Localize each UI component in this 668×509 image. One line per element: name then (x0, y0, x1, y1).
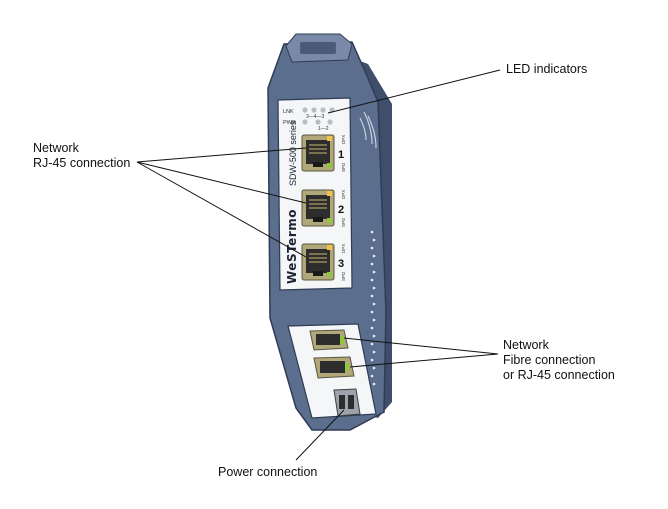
led-pwr-2 (315, 119, 321, 125)
led-label-lnk: LNK (283, 109, 294, 115)
leader-power (295, 409, 345, 461)
leader-led (327, 69, 501, 114)
callout-network-rj45: Network RJ-45 connection (33, 141, 130, 171)
port-3-contacts (309, 253, 327, 263)
callout-led-indicators: LED indicators (506, 62, 587, 77)
port-1-led-bottom (327, 163, 332, 168)
power-connector[interactable] (333, 388, 361, 417)
led-numbers-bottom: 1—2 (318, 126, 329, 132)
led-block: LNK PWR 3—4—3 1—2 (283, 107, 335, 132)
fibre-port-2[interactable] (313, 356, 355, 379)
leader-rj45-3 (136, 161, 307, 258)
callout-fibre-line-3: or RJ-45 connection (503, 368, 615, 382)
led-pwr-1 (302, 119, 308, 125)
port-2-opening (306, 195, 330, 219)
rj45-port-3[interactable]: 3 DPX SPD (301, 243, 346, 281)
led-lnk-1 (302, 107, 308, 113)
port-2-led-bottom (327, 218, 332, 223)
callout-fibre-line-1: Network (503, 338, 549, 352)
port-3-top-label: DPX (341, 244, 346, 253)
led-numbers-top: 3—4—3 (306, 114, 325, 120)
power-terminal-2 (348, 395, 354, 409)
leader-rj45-1 (136, 147, 307, 163)
led-pwr-3 (327, 119, 333, 125)
port-1-latch (313, 162, 323, 167)
callout-led-text: LED indicators (506, 62, 588, 76)
port-1-opening (306, 140, 330, 164)
port-2-number: 2 (338, 204, 344, 216)
callout-power-connection: Power connection (218, 465, 317, 480)
port-1-contacts (309, 144, 327, 154)
fibre-port-1[interactable] (309, 329, 349, 351)
power-connector-body (333, 388, 361, 417)
port-3-bottom-label: SPD (341, 271, 346, 281)
port-3-led-top (327, 245, 332, 250)
port-3-opening (306, 249, 330, 273)
port-2-latch (313, 217, 323, 222)
port-3-latch (313, 271, 323, 276)
top-clip-slot (300, 42, 336, 54)
grip-ribs (370, 230, 376, 386)
port-1-top-label: DPX (341, 135, 346, 144)
port-3-number: 3 (338, 258, 344, 270)
callout-rj45-line-1: Network (33, 141, 79, 155)
fibre-port-1-opening (316, 334, 340, 345)
leader-fibre-1 (343, 337, 499, 355)
leader-rj45-2 (136, 161, 307, 204)
port-1-number: 1 (338, 149, 344, 161)
callout-fibre-line-2: Fibre connection (503, 353, 596, 367)
callout-rj45-line-2: RJ-45 connection (33, 156, 131, 170)
led-lnk-2 (311, 107, 317, 113)
callout-power-text: Power connection (218, 465, 318, 479)
port-1-bottom-label: SPD (341, 162, 346, 172)
leader-fibre-2 (349, 353, 499, 368)
series-label: SDW-500 series (288, 120, 298, 186)
power-terminal-1 (339, 395, 345, 409)
led-label-pwr: PWR (283, 120, 296, 126)
rj45-port-1[interactable]: 1 DPX SPD (301, 134, 346, 172)
leader-lines (136, 69, 501, 461)
top-vent-arcs (359, 111, 377, 149)
fibre-port-2-opening (320, 361, 345, 373)
port-2-contacts (309, 199, 327, 209)
port-2-top-label: DPX (341, 190, 346, 199)
port-3-led-bottom (327, 272, 332, 277)
led-lnk-3 (320, 107, 326, 113)
brand-logo: WeSTermo (285, 209, 299, 284)
fibre-port-2-led (345, 363, 349, 371)
fibre-port-1-led (340, 336, 344, 344)
front-panel-upper: LNK PWR 3—4—3 1—2 WeSTermo SDW-500 serie… (277, 97, 353, 291)
port-1-led-top (327, 136, 332, 141)
rj45-port-2[interactable]: 2 DPX SPD (301, 189, 346, 227)
port-2-bottom-label: SPD (341, 217, 346, 227)
front-panel-lower (287, 323, 377, 419)
callout-network-fibre: Network Fibre connection or RJ-45 connec… (503, 338, 615, 383)
port-2-led-top (327, 191, 332, 196)
